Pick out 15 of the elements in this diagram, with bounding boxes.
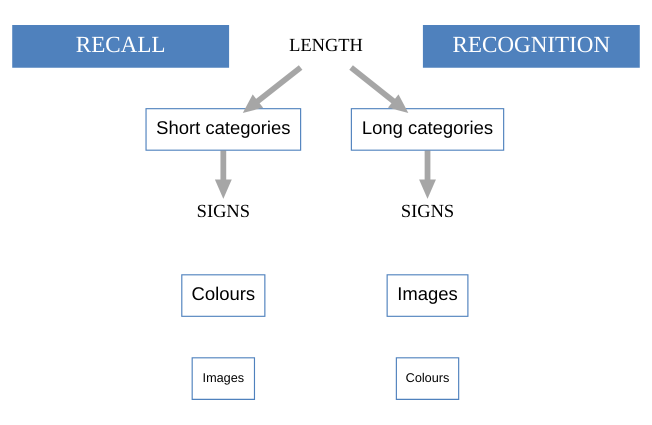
arrow [214, 150, 232, 199]
node-text: SIGNS [196, 200, 250, 221]
node-box: Images [386, 274, 468, 317]
node-text: SIGNS [400, 200, 454, 221]
arrow [349, 65, 408, 114]
node-text: LENGTH [289, 34, 363, 55]
arrow [242, 65, 302, 114]
node-box: Long categories [350, 108, 504, 151]
node-box: RECALL [12, 25, 230, 68]
node-box: Short categories [145, 108, 302, 151]
node-box: Colours [181, 274, 266, 317]
node-box: RECOGNITION [422, 25, 640, 68]
arrow [419, 150, 436, 199]
node-box: Images [192, 357, 256, 400]
node-box: Colours [396, 357, 460, 400]
